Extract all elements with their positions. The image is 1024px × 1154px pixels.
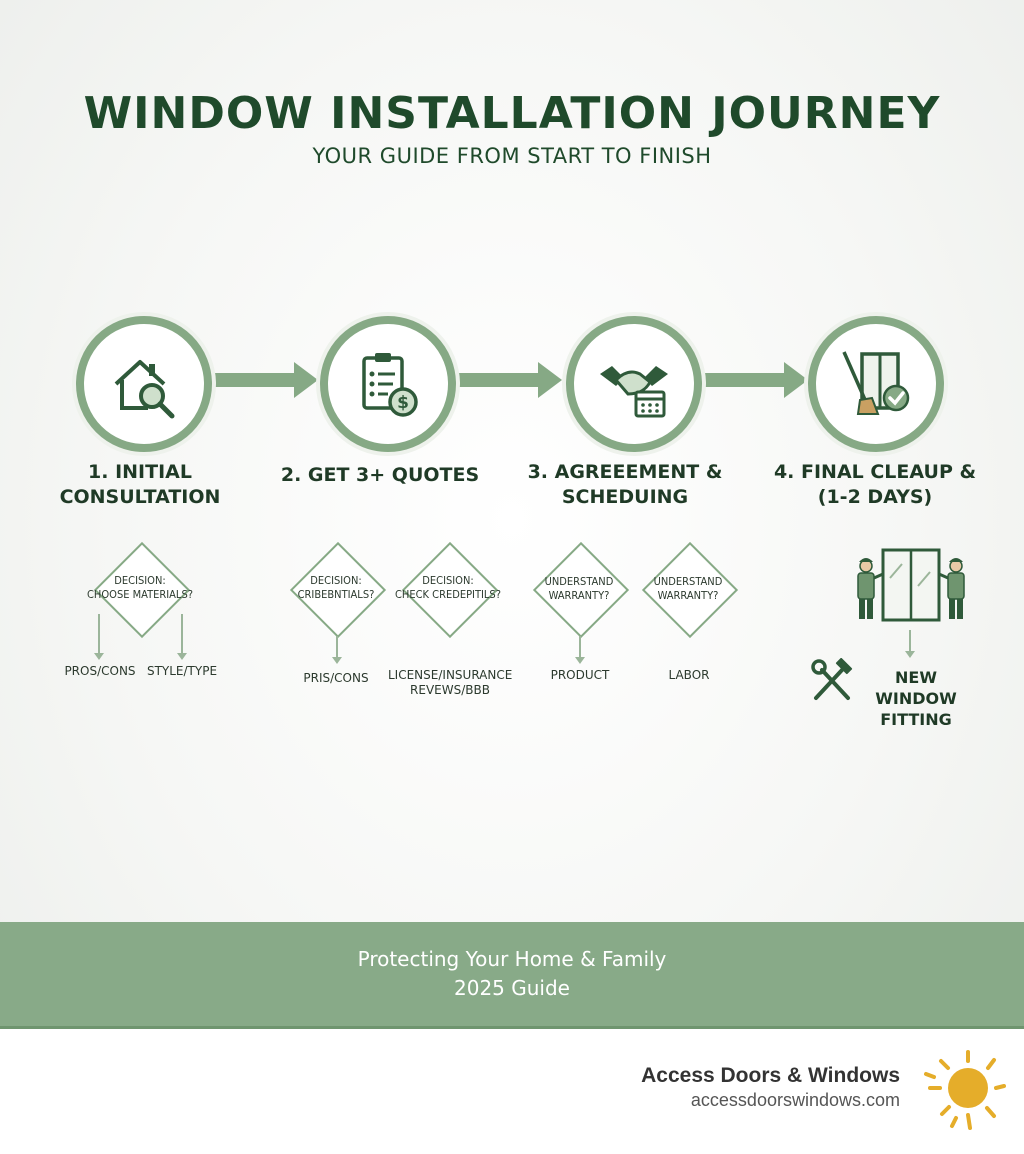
bottom-banner: Protecting Your Home & Family 2025 Guide bbox=[0, 922, 1024, 1029]
window-broom-check-icon bbox=[842, 351, 910, 415]
decision-1-text: DECISION: CHOOSE MATERIALS? bbox=[78, 574, 202, 602]
step-3-label-line1: 3. AGREEEMENT & bbox=[527, 461, 723, 483]
decision-2-arrow bbox=[332, 636, 342, 664]
step-2-circle: $ bbox=[320, 316, 456, 452]
step-1-circle bbox=[76, 316, 212, 452]
flow-arrow-1-2 bbox=[200, 362, 318, 398]
house-magnifier-icon bbox=[114, 360, 175, 419]
svg-text:$: $ bbox=[397, 393, 409, 413]
step-1-label-line2: CONSULTATION bbox=[59, 486, 221, 508]
step-1-label: 1. INITIAL CONSULTATION bbox=[40, 460, 240, 510]
decision-5-line2: WARRANTY? bbox=[657, 589, 719, 602]
new-window-fitting-label: NEW WINDOW FITTING bbox=[856, 667, 976, 730]
clipboard-dollar-icon: $ bbox=[362, 353, 418, 417]
installers-window-icon bbox=[857, 548, 965, 622]
decision-1-arrow-right bbox=[177, 614, 187, 660]
page-subtitle: YOUR GUIDE FROM START TO FINISH bbox=[312, 144, 712, 168]
decision-4-line2: WARRANTY? bbox=[548, 589, 610, 602]
outcome-license-line1: LICENSE/INSURANCE bbox=[388, 668, 513, 682]
footer bbox=[0, 1029, 1024, 1154]
fitting-arrow bbox=[905, 630, 915, 658]
decision-4-text: UNDERSTAND WARRANTY? bbox=[529, 575, 629, 603]
banner-year-guide: 2025 Guide bbox=[454, 976, 570, 1000]
handshake-calendar-icon bbox=[600, 366, 668, 418]
step-2-label: 2. GET 3+ QUOTES bbox=[270, 463, 490, 488]
decision-2-line1: DECISION: bbox=[310, 574, 362, 587]
step-4-label: 4. FINAL CLEAUP & (1-2 DAYS) bbox=[770, 460, 980, 510]
decision-3-line1: DECISION: bbox=[422, 574, 474, 587]
outcome-license-line2: REVEWS/BBB bbox=[410, 683, 490, 697]
banner-tagline: Protecting Your Home & Family bbox=[357, 947, 667, 971]
page-title: WINDOW INSTALLATION JOURNEY bbox=[83, 88, 941, 139]
step-3-circle bbox=[566, 316, 702, 452]
decision-1-arrow-left bbox=[94, 614, 104, 660]
step-4-label-line2: (1-2 DAYS) bbox=[817, 486, 933, 508]
flow-arrow-3-4 bbox=[690, 362, 808, 398]
hammer-wrench-icon bbox=[811, 658, 853, 700]
outcome-pris-cons: PRIS/CONS bbox=[303, 671, 369, 685]
step-4-label-line1: 4. FINAL CLEAUP & bbox=[773, 461, 977, 483]
brand-url: accessdoorswindows.com bbox=[690, 1090, 900, 1110]
decision-1-line2: CHOOSE MATERIALS? bbox=[87, 588, 193, 601]
outcome-style-type: STYLE/TYPE bbox=[146, 664, 218, 678]
decision-3-text: DECISION: CHECK CREDEPITILS? bbox=[392, 574, 504, 602]
decision-4-arrow bbox=[575, 636, 585, 664]
outcome-license: LICENSE/INSURANCE REVEWS/BBB bbox=[388, 668, 512, 698]
step-3-label: 3. AGREEEMENT & SCHEDUING bbox=[520, 460, 730, 510]
fitting-line2: FITTING bbox=[880, 710, 952, 729]
step-2-label-line1: 2. GET 3+ QUOTES bbox=[280, 464, 480, 486]
decision-3-line2: CHECK CREDEPITILS? bbox=[395, 588, 501, 601]
step-4-circle bbox=[808, 316, 944, 452]
decision-5-line1: UNDERSTAND bbox=[653, 575, 723, 588]
outcome-product: PRODUCT bbox=[550, 668, 610, 682]
decision-2-line2: CRIBEBNTIALS? bbox=[297, 588, 375, 601]
flow-arrow-2-3 bbox=[444, 362, 562, 398]
sun-logo-icon bbox=[924, 1050, 1006, 1130]
outcome-pros-cons: PROS/CONS bbox=[64, 664, 136, 678]
decision-1-line1: DECISION: bbox=[114, 574, 166, 587]
decision-4-line1: UNDERSTAND bbox=[544, 575, 614, 588]
outcome-labor: LABOR bbox=[668, 668, 710, 682]
brand-name: Access Doors & Windows bbox=[641, 1064, 900, 1087]
fitting-line1: NEW WINDOW bbox=[875, 668, 957, 708]
step-3-label-line2: SCHEDUING bbox=[561, 486, 689, 508]
decision-2-text: DECISION: CRIBEBNTIALS? bbox=[286, 574, 386, 602]
decision-5-text: UNDERSTAND WARRANTY? bbox=[638, 575, 738, 603]
step-1-label-line1: 1. INITIAL bbox=[88, 461, 192, 483]
